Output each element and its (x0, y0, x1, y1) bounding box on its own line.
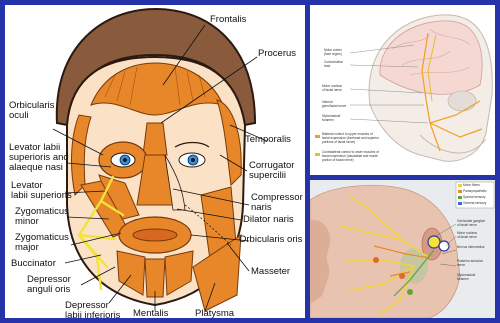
facial-nerve-branches-panel: Motor fibers Parasympathetic Special sen… (310, 180, 495, 318)
label-mentalis: Mentalis (133, 309, 168, 318)
label-dilator-naris: Dilator naris (243, 215, 294, 225)
label-orbicularis-oculi: Orbicularis oculi (9, 101, 54, 121)
label-motor-nucleus-facial: Motor nucleus of facial nerve (457, 232, 477, 240)
skull-nerve-panel: Motor cortex (face region) Corticobulbar… (310, 5, 495, 175)
label-platysma: Platysma (195, 309, 234, 318)
legend-special-sensory: Special sensory (463, 196, 486, 200)
label-orbicularis-oris: Orbicularis oris (239, 235, 302, 245)
label-posterior-auricular: Posterior auricular nerve (457, 260, 483, 268)
label-nervus-intermedius: Nervus intermedius (457, 246, 484, 250)
label-depressor-labii-inferioris: Depressor labii inferioris (65, 301, 120, 318)
label-frontalis: Frontalis (210, 15, 246, 25)
label-depressor-anguli-oris: Depressor anguli oris (27, 275, 71, 295)
label-levator-labii-superioris: Levator labii superioris (11, 181, 72, 201)
legend-motor-fibers: Motor fibers (463, 184, 480, 188)
label-procerus: Procerus (258, 49, 296, 59)
label-internal-genu: Internal genu/facial nerve (322, 101, 346, 109)
label-compressor-naris: Compressor naris (251, 193, 303, 213)
legend-general-sensory: General sensory (463, 202, 486, 206)
label-stylomastoid: Stylomastoid foramen (457, 274, 475, 282)
label-motor-cortex: Motor cortex (face region) (324, 49, 342, 57)
legend-parasympathetic: Parasympathetic (463, 190, 487, 194)
label-motor-nucleus: Motor nucleus of facial nerve (322, 85, 342, 93)
label-corticobulbar-tract: Corticobulbar tract (324, 61, 343, 69)
label-contralateral-control: Contralateral control to lower muscles o… (322, 151, 379, 162)
label-masseter: Masseter (251, 267, 290, 277)
facial-muscles-panel: Frontalis Procerus Orbicularis oculi Tem… (5, 5, 305, 318)
label-bilateral-control: Bilateral control to upper muscles of fa… (322, 133, 379, 144)
label-geniculate-ganglion: Geniculate ganglion of facial nerve (457, 220, 485, 228)
label-corrugator-supercilii: Corrugator supercilii (249, 161, 294, 181)
label-levator-labii-alaeque-nasi: Levator labii superioris and alaeque nas… (9, 143, 69, 173)
label-temporalis: Temporalis (245, 135, 291, 145)
label-zygomaticus-major: Zygomaticus major (15, 233, 69, 253)
label-stylomastoid-foramen: Stylomastoid foramen (322, 115, 340, 123)
label-buccinator: Buccinator (11, 259, 56, 269)
label-zygomaticus-minor: Zygomaticus minor (15, 207, 69, 227)
